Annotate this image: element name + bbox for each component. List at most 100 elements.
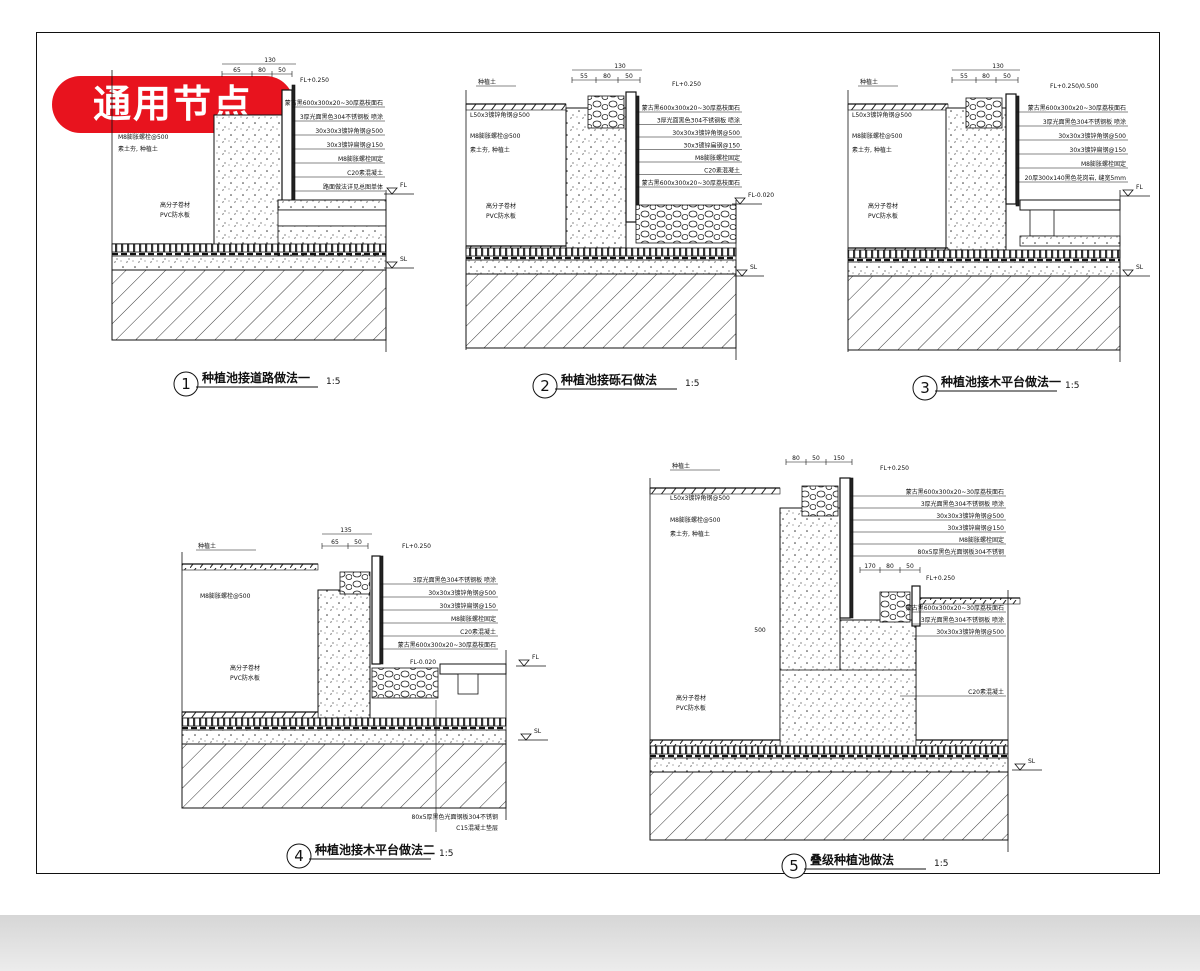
detail-2-top-dims-label-0: 55 — [580, 73, 588, 80]
detail-4-number-circle — [286, 843, 312, 869]
detail-5-upper-steel-plate — [839, 477, 851, 619]
detail-4-planter-wall — [317, 589, 371, 719]
detail-5-top-soil — [649, 487, 781, 495]
detail-3-top-note-2: M8膨胀螺栓@500 — [852, 132, 903, 140]
detail-2-top-gravel — [587, 95, 625, 129]
detail-5-drain-board — [649, 745, 1009, 755]
detail-5-top-note-3: 素土夯, 种植土 — [670, 530, 710, 538]
detail-5-number-circle — [781, 853, 807, 879]
detail-5-compacted-soil — [649, 771, 1009, 841]
detail-4-top-note-1: M8膨胀螺栓@500 — [200, 592, 251, 600]
detail-5-base-note-1: PVC防水板 — [676, 704, 706, 712]
detail-1-number-circle — [173, 371, 199, 397]
detail-5-top-dims-label-1: 50 — [812, 455, 820, 462]
detail-5-note-0: 蒙古黑600x300x20~30厚荔枝面石 — [906, 488, 1004, 496]
detail-2-top-note-2: M8膨胀螺栓@500 — [470, 132, 521, 140]
detail-4-top-soil — [181, 563, 319, 571]
detail-1-drain-board — [111, 243, 387, 253]
detail-1-left-note-0: M8膨胀螺栓@500 — [118, 133, 169, 141]
detail-3-soil-label: 种植土 — [860, 78, 878, 86]
detail-2-planter-wall — [565, 107, 627, 249]
detail-4-deck-board — [439, 663, 507, 675]
detail-2-note-4: M8膨胀螺栓固定 — [695, 154, 740, 162]
detail-2-base-note-0: 高分子卷材 — [486, 202, 516, 210]
detail-5-mid-soil — [919, 597, 1021, 605]
detail-5-dim-height: 500 — [754, 627, 766, 634]
detail-4-top-dims-label-1: 50 — [354, 539, 362, 546]
detail-3-fl-top: FL+0.250/0.500 — [1050, 83, 1098, 90]
page-shadow — [0, 915, 1200, 971]
detail-4-base-note-0: 高分子卷材 — [230, 664, 260, 672]
detail-5-lower-steel-plate — [911, 585, 921, 627]
detail-2-note-2: 30x30x3镀锌角钢@500 — [672, 129, 740, 137]
detail-4-joist — [457, 673, 479, 695]
detail-2-level-fl-symbol — [734, 197, 746, 205]
detail-4-lower-soil — [181, 711, 319, 719]
detail-5-top-note-2: M8膨胀螺栓@500 — [670, 516, 721, 524]
detail-2-concrete-bed — [465, 259, 737, 275]
detail-3-level-fl: FL — [1136, 184, 1143, 191]
detail-4-drain-board — [181, 717, 507, 727]
detail-5-note-4: M8膨胀螺栓固定 — [959, 536, 1004, 544]
detail-2-number-circle — [532, 373, 558, 399]
detail-3-steel-edge — [1015, 95, 1020, 207]
detail-3-base-note-1: PVC防水板 — [868, 212, 898, 220]
detail-5-top-gravel — [801, 485, 839, 517]
detail-1-top-dims-label-0: 65 — [233, 67, 241, 74]
detail-1-left-note-1: 素土夯, 种植土 — [118, 145, 158, 153]
detail-3-level-sl: SL — [1136, 264, 1144, 271]
detail-4-note-3: M8膨胀螺栓固定 — [451, 615, 496, 623]
detail-4-top-gravel — [339, 571, 371, 595]
detail-2-title: 种植池接砾石做法 — [560, 372, 657, 387]
detail-1-compacted-soil — [111, 269, 387, 341]
detail-3-note-5: 20厚300x140黑色花岗岩, 缝宽5mm — [1025, 174, 1127, 182]
detail-2-level-sl: SL — [750, 264, 758, 271]
detail-1-level-fl-symbol — [386, 187, 398, 195]
detail-2-base-note-1: PVC防水板 — [486, 212, 516, 220]
detail-5-mid-note-1: 3厚光面黑色304不锈钢板 喷涂 — [921, 616, 1004, 624]
detail-3-deck-base — [1019, 235, 1121, 247]
detail-3-level-fl-symbol — [1122, 189, 1134, 197]
detail-1-note-3: 30x3镀锌扁钢@150 — [327, 141, 384, 149]
detail-5-mid-dims-label-0: 170 — [864, 563, 876, 570]
detail-4-note-6: 80x5厚黑色光面钢板304不锈钢 — [412, 813, 498, 821]
detail-5-lower-soil-left — [649, 739, 781, 747]
detail-3-top-dims-label-2: 50 — [1003, 73, 1011, 80]
detail-4-gravel-bed — [371, 667, 439, 699]
detail-2-drain-board — [465, 247, 737, 257]
detail-1-note-6: 路面做法详见总图单体 — [323, 183, 383, 191]
detail-5-top-dims-label-2: 150 — [833, 455, 845, 462]
detail-5-number: 5 — [789, 857, 799, 875]
detail-4-soil-label: 种植土 — [198, 542, 216, 550]
detail-4-note-7: C15混凝土垫层 — [456, 824, 498, 832]
detail-2-note-6: 蒙古黑600x300x20~30厚荔枝面石 — [642, 179, 740, 187]
detail-2-note-0: 蒙古黑600x300x20~30厚荔枝面石 — [642, 104, 740, 112]
detail-1-note-0: 蒙古黑600x300x20~30厚荔枝面石 — [285, 99, 383, 107]
detail-2-steel-plate — [625, 91, 637, 223]
detail-3-title: 种植池接木平台做法一 — [940, 374, 1061, 389]
detail-3-steel-plate — [1005, 93, 1017, 205]
detail-2-level-fl: FL-0.020 — [748, 192, 774, 199]
detail-5-mid-dims-label-2: 50 — [906, 563, 914, 570]
detail-3-base-note-0: 高分子卷材 — [868, 202, 898, 210]
detail-5-title: 叠级种植池做法 — [810, 852, 894, 867]
detail-5-note-3: 30x3镀锌扁钢@150 — [948, 524, 1005, 532]
detail-5-mid-note-2: 30x30x3镀锌角钢@500 — [936, 628, 1004, 636]
detail-1-title: 种植池接道路做法一 — [201, 370, 310, 385]
detail-4-title: 种植池接木平台做法二 — [314, 842, 435, 857]
detail-3-note-2: 30x30x3镀锌角钢@500 — [1058, 132, 1126, 140]
detail-3-planter-wall — [945, 107, 1007, 251]
detail-5-lower-soil-right — [915, 739, 1009, 747]
detail-1-level-fl: FL — [400, 182, 407, 189]
detail-1-level-sl-symbol — [386, 261, 398, 269]
detail-1-number: 1 — [181, 375, 191, 393]
detail-2-number: 2 — [540, 377, 550, 395]
detail-4-top-dims-label-0: 65 — [331, 539, 339, 546]
detail-4-note-5: 蒙古黑600x300x20~30厚荔枝面石 — [398, 641, 496, 649]
detail-5-concrete-bed — [649, 757, 1009, 773]
detail-5-fl-top: FL+0.250 — [880, 465, 909, 472]
detail-3-note-3: 30x3镀锌扁钢@150 — [1070, 146, 1127, 154]
